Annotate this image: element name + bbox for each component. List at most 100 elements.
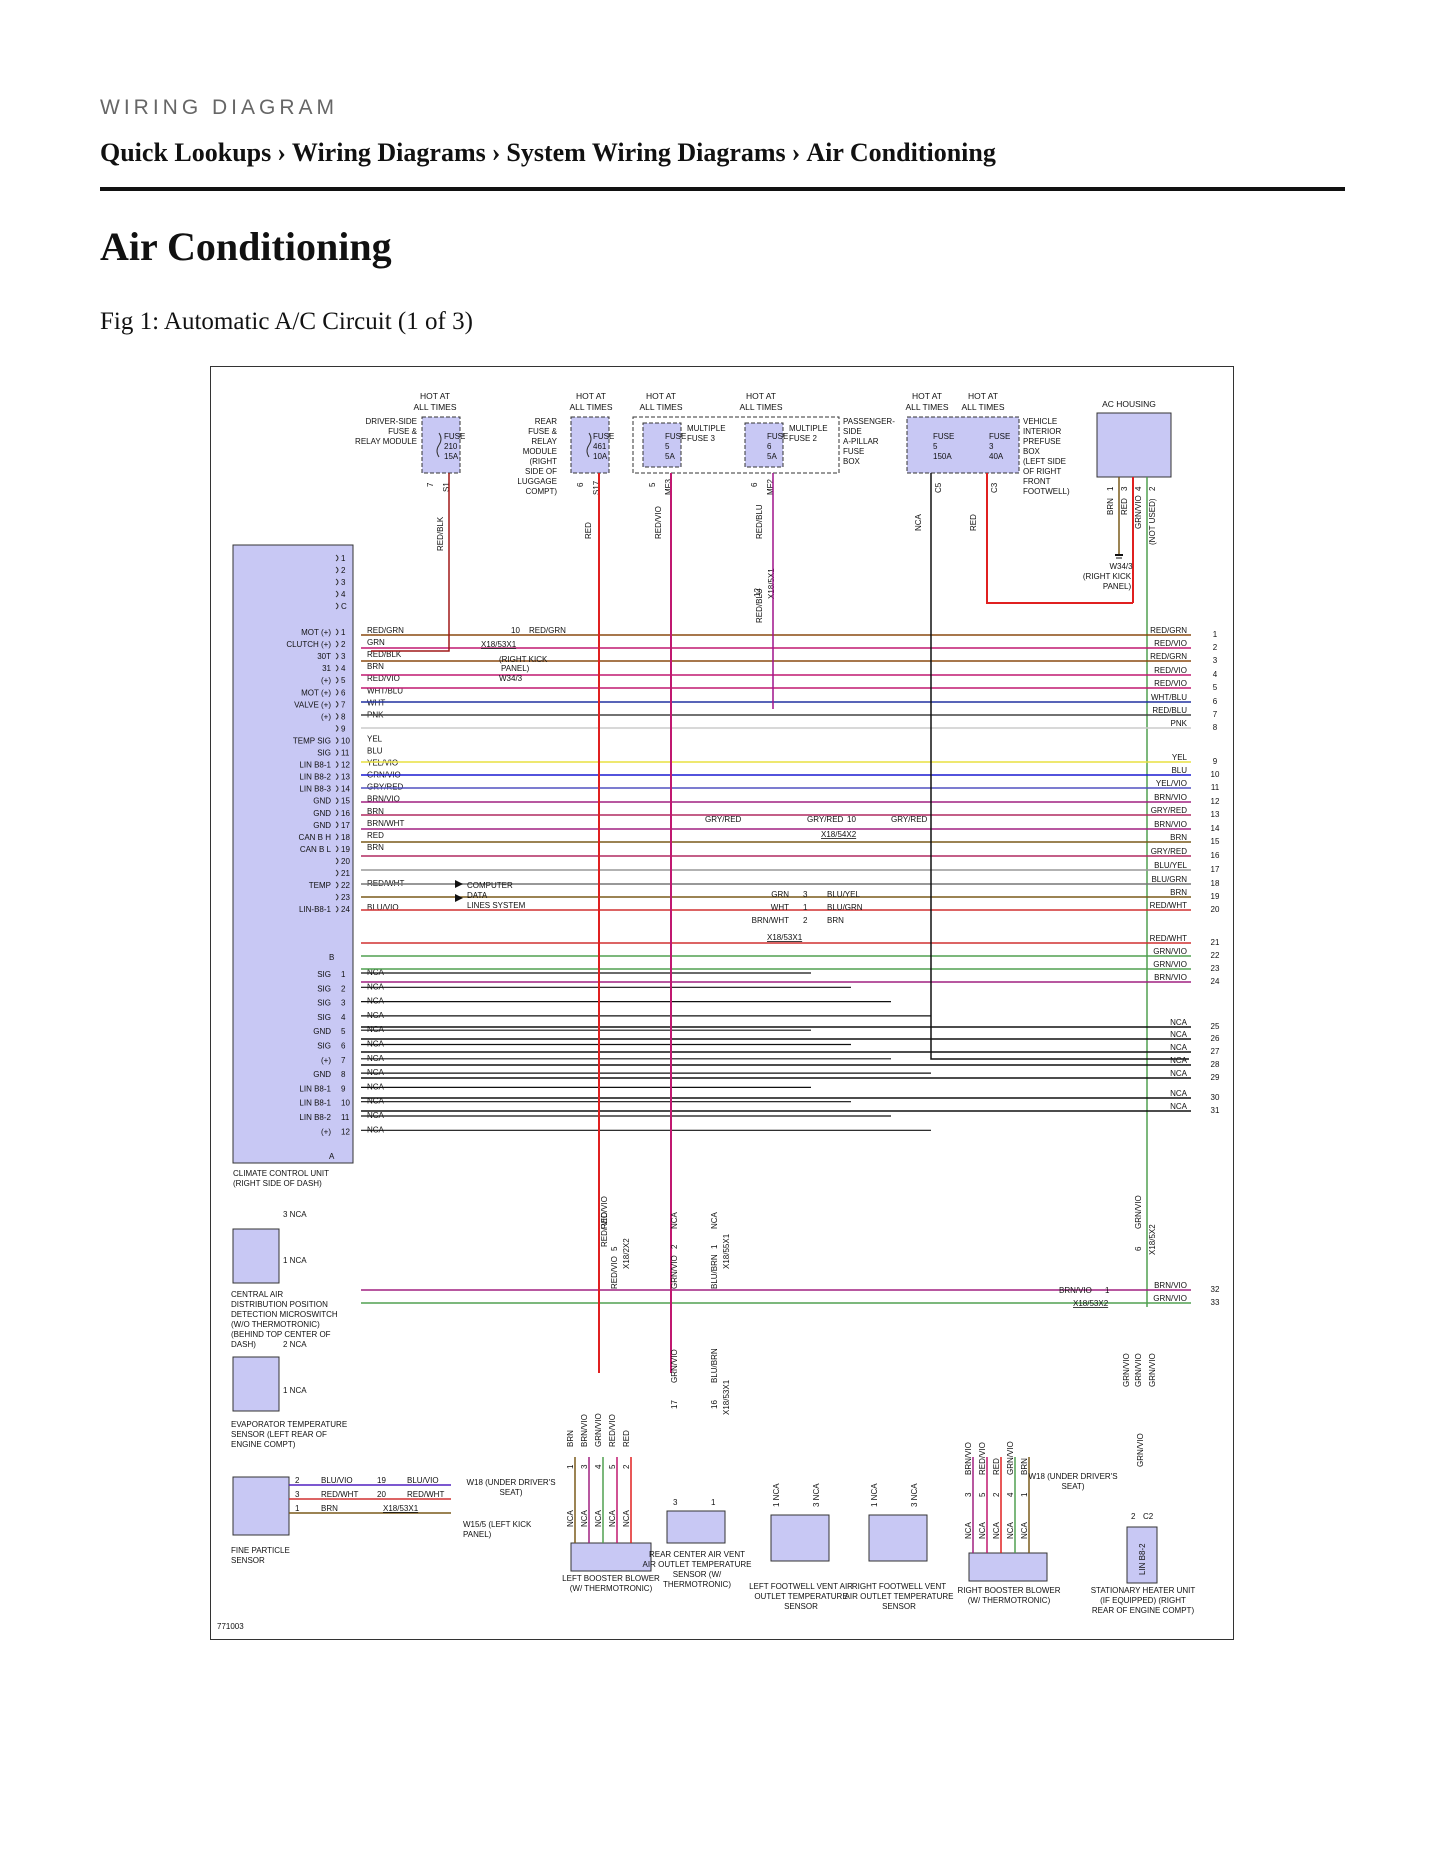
diagram-label: NCA xyxy=(608,1509,617,1527)
diagram-label: 24 xyxy=(341,905,350,914)
svg-text:5A: 5A xyxy=(767,452,777,461)
diagram-label: CAN B H xyxy=(299,833,332,842)
svg-text:10: 10 xyxy=(847,815,856,824)
diagram-label: 2 xyxy=(622,1464,631,1469)
svg-text:GRN/VIO: GRN/VIO xyxy=(1122,1353,1131,1387)
diagram-label: BRN/WHT xyxy=(367,819,404,828)
breadcrumb: Quick Lookups›Wiring Diagrams›System Wir… xyxy=(100,138,996,168)
diagram-label: GND xyxy=(313,821,331,830)
diagram-label: 15 xyxy=(341,797,350,806)
diagram-label: 10 xyxy=(341,736,350,745)
diagram-label: OUTLET TEMPERATURE xyxy=(754,1592,847,1601)
diagram-label: 1 NCA xyxy=(283,1386,307,1395)
diagram-label: BRN/VIO xyxy=(1154,793,1187,802)
svg-text:INTERIOR: INTERIOR xyxy=(1023,427,1061,436)
pin-mark xyxy=(335,857,339,865)
diagram-label: 9 xyxy=(1213,757,1218,766)
svg-text:461: 461 xyxy=(593,442,607,451)
diagram-label: WHT/BLU xyxy=(1151,693,1187,702)
svg-text:12: 12 xyxy=(753,588,762,597)
breadcrumb-item-wiring-diagrams[interactable]: Wiring Diagrams xyxy=(291,138,486,167)
diagram-label: 5 xyxy=(341,676,346,685)
diagram-label: BRN xyxy=(367,843,384,852)
diagram-label: GRY/RED xyxy=(367,783,404,792)
svg-text:GRN/VIO: GRN/VIO xyxy=(1148,1353,1157,1387)
svg-text:3: 3 xyxy=(1120,486,1129,491)
diagram-label: ENGINE COMPT) xyxy=(231,1440,296,1449)
breadcrumb-separator: › xyxy=(491,138,501,167)
diagram-label: GND xyxy=(313,1070,331,1079)
pin-mark xyxy=(335,578,339,586)
diagram-label: LEFT FOOTWELL VENT AIR xyxy=(749,1582,853,1591)
diagram-label: 13 xyxy=(1211,810,1220,819)
diagram-label: FINE PARTICLE xyxy=(231,1546,290,1555)
svg-text:(NOT USED): (NOT USED) xyxy=(1148,498,1157,545)
svg-text:40A: 40A xyxy=(989,452,1004,461)
svg-text:MODULE: MODULE xyxy=(523,447,557,456)
diagram-label: RED/VIO xyxy=(608,1414,617,1447)
pin-mark xyxy=(335,664,339,672)
svg-text:15A: 15A xyxy=(444,452,459,461)
diagram-label: W18 (UNDER DRIVER'S xyxy=(1028,1472,1117,1481)
diagram-label: 1 xyxy=(1020,1492,1029,1497)
svg-text:PREFUSE: PREFUSE xyxy=(1023,437,1061,446)
pin-mark xyxy=(335,821,339,829)
diagram-label: 30T xyxy=(317,652,331,661)
pin-mark xyxy=(335,785,339,793)
diagram-label: RED/GRN xyxy=(367,626,404,635)
section-label: WIRING DIAGRAM xyxy=(100,96,338,119)
diagram-label: NCA xyxy=(1170,1056,1188,1065)
diagram-label: 18 xyxy=(341,833,350,842)
diagram-label: BLU/GRN xyxy=(827,903,863,912)
diagram-label: 14 xyxy=(341,785,350,794)
svg-text:CLIMATE CONTROL UNIT: CLIMATE CONTROL UNIT xyxy=(233,1169,329,1178)
svg-text:FUSE: FUSE xyxy=(767,432,788,441)
diagram-label: SIG xyxy=(317,999,331,1008)
diagram-label: SEAT) xyxy=(1062,1482,1085,1491)
diagram-label: LIN B8-1 xyxy=(299,1099,331,1108)
diagram-label: NCA xyxy=(1170,1030,1188,1039)
svg-text:FUSE: FUSE xyxy=(933,432,954,441)
climate-control-unit xyxy=(232,544,354,1164)
diagram-label: CAN B L xyxy=(300,845,332,854)
diagram-label: 2 xyxy=(1131,1512,1136,1521)
diagram-label: 11 xyxy=(1211,783,1220,792)
svg-text:GRN/VIO: GRN/VIO xyxy=(1134,1195,1143,1229)
diagram-label: 21 xyxy=(341,869,350,878)
breadcrumb-item-quick-lookups[interactable]: Quick Lookups xyxy=(100,138,272,167)
svg-text:X18/53X1: X18/53X1 xyxy=(481,640,517,649)
diagram-label: RED/WHT xyxy=(321,1490,358,1499)
pin-mark xyxy=(335,700,339,708)
svg-text:16: 16 xyxy=(710,1400,719,1409)
diagram-label: 6 xyxy=(341,1042,346,1051)
svg-text:5: 5 xyxy=(933,442,938,451)
diagram-label: 21 xyxy=(1211,938,1220,947)
diagram-label: RED xyxy=(992,1458,1001,1475)
diagram-label: BRN xyxy=(367,662,384,671)
svg-text:ALL TIMES: ALL TIMES xyxy=(906,402,949,412)
svg-text:X18/54X2: X18/54X2 xyxy=(821,830,857,839)
diagram-label: BRN/VIO xyxy=(367,795,400,804)
diagram-label: 19 xyxy=(377,1476,386,1485)
svg-text:SIDE OF: SIDE OF xyxy=(525,467,557,476)
diagram-label: 10 xyxy=(341,1099,350,1108)
breadcrumb-item-system-wiring-diagrams[interactable]: System Wiring Diagrams xyxy=(506,138,786,167)
svg-text:W34/3: W34/3 xyxy=(499,674,523,683)
diagram-label: 4 xyxy=(1213,670,1218,679)
diagram-label: 2 xyxy=(1213,643,1218,652)
diagram-label: BRN xyxy=(1020,1458,1029,1475)
svg-text:HOT AT: HOT AT xyxy=(576,391,606,401)
header-divider xyxy=(100,187,1345,191)
svg-text:1: 1 xyxy=(710,1244,719,1249)
svg-text:FUSE &: FUSE & xyxy=(528,427,558,436)
fuse-driver-side: HOT AT ALL TIMES FUSE 210 15A DRIVER-SID… xyxy=(355,391,465,492)
diagram-label: LIN B8-2 xyxy=(299,1113,331,1122)
diagram-label: NCA xyxy=(1170,1089,1188,1098)
svg-text:LUGGAGE: LUGGAGE xyxy=(517,477,557,486)
diagram-label: 25 xyxy=(1211,1022,1220,1031)
stationary-heater-unit xyxy=(1126,1526,1158,1584)
diagram-label: GRY/RED xyxy=(1151,847,1188,856)
diagram-label: 2 xyxy=(992,1492,1001,1497)
pin-mark xyxy=(335,640,339,648)
diagram-label: (W/ THERMOTRONIC) xyxy=(968,1596,1051,1605)
